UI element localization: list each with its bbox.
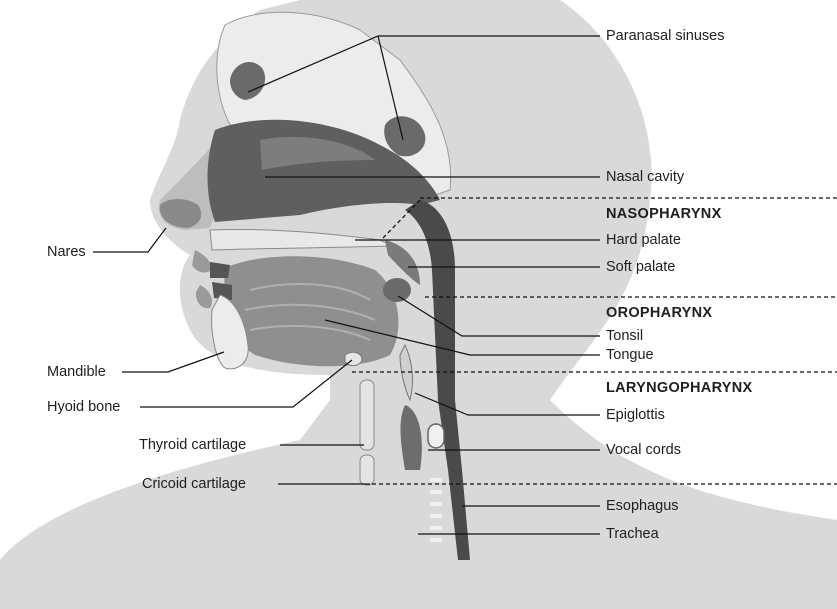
leader-mandible [122, 352, 224, 372]
label-nasal-cavity: Nasal cavity [606, 168, 684, 186]
label-tongue: Tongue [606, 346, 654, 364]
leader-nares [93, 228, 166, 252]
vocal-cord-ring [428, 424, 444, 448]
label-soft-palate: Soft palate [606, 258, 675, 276]
region-oropharynx: OROPHARYNX [606, 304, 712, 322]
label-esophagus: Esophagus [606, 497, 679, 515]
tongue [224, 256, 398, 366]
label-paranasal-sinuses: Paranasal sinuses [606, 27, 725, 45]
label-tonsil: Tonsil [606, 327, 643, 345]
thyroid-cartilage-shape [360, 380, 374, 450]
label-trachea: Trachea [606, 525, 659, 543]
tonsil-shape [383, 278, 411, 302]
label-mandible: Mandible [47, 363, 106, 381]
label-hyoid-bone: Hyoid bone [47, 398, 120, 416]
label-hard-palate: Hard palate [606, 231, 681, 249]
label-epiglottis: Epiglottis [606, 406, 665, 424]
label-nares: Nares [47, 243, 86, 261]
cricoid-cartilage-shape [360, 455, 374, 485]
label-cricoid-cartilage: Cricoid cartilage [142, 475, 246, 493]
region-laryngopharynx: LARYNGOPHARYNX [606, 379, 753, 397]
label-thyroid-cartilage: Thyroid cartilage [139, 436, 246, 454]
region-nasopharynx: NASOPHARYNX [606, 205, 722, 223]
label-vocal-cords: Vocal cords [606, 441, 681, 459]
